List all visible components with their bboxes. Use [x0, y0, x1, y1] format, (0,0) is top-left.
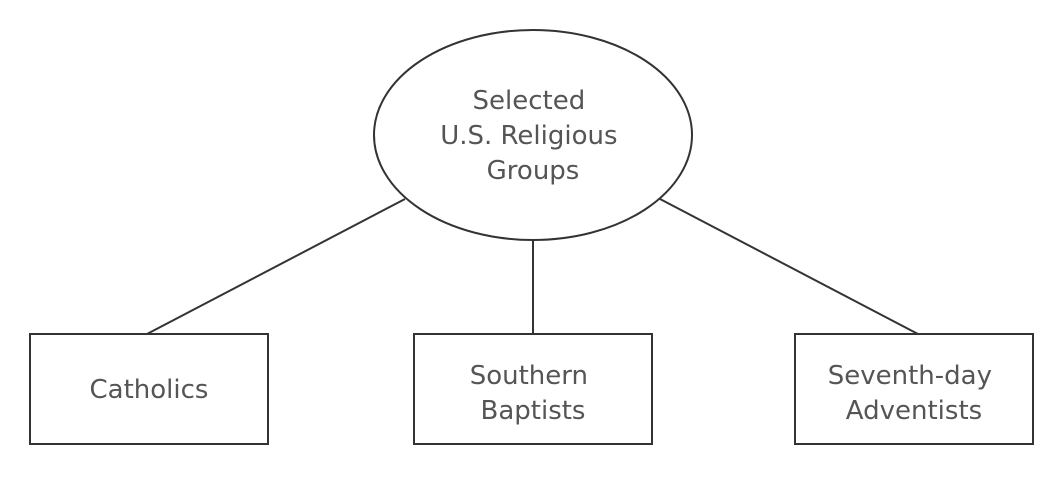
child-node-catholics: Catholics [29, 333, 269, 445]
catholics-box [29, 333, 269, 445]
root-node: Selected U.S. Religious Groups [373, 29, 693, 241]
root-label: Selected U.S. Religious Groups [440, 86, 626, 186]
child-node-seventh-day-adventists: Seventh-day Adventists [794, 333, 1034, 445]
connector-root-seventh-day-adventists [659, 198, 919, 335]
southern-baptists-box [413, 333, 653, 445]
seventh-day-adventists-label: Seventh-day Adventists [828, 361, 1001, 426]
southern-baptists-label-line-1: Southern [470, 361, 588, 391]
root-ellipse [373, 29, 693, 241]
root-label-line-3: Groups [487, 156, 580, 186]
catholics-label-line-1: Catholics [90, 375, 209, 405]
catholics-label: Catholics [90, 375, 209, 405]
seventh-day-adventists-label-line-1: Seventh-day [828, 361, 992, 391]
seventh-day-adventists-label-line-2: Adventists [846, 396, 982, 426]
southern-baptists-label-line-2: Baptists [481, 396, 586, 426]
root-label-line-1: Selected [473, 86, 586, 116]
child-node-southern-baptists: Southern Baptists [413, 333, 653, 445]
connector-root-catholics [146, 198, 406, 335]
southern-baptists-label: Southern Baptists [470, 361, 597, 426]
seventh-day-adventists-box [794, 333, 1034, 445]
root-label-line-2: U.S. Religious [440, 121, 617, 151]
